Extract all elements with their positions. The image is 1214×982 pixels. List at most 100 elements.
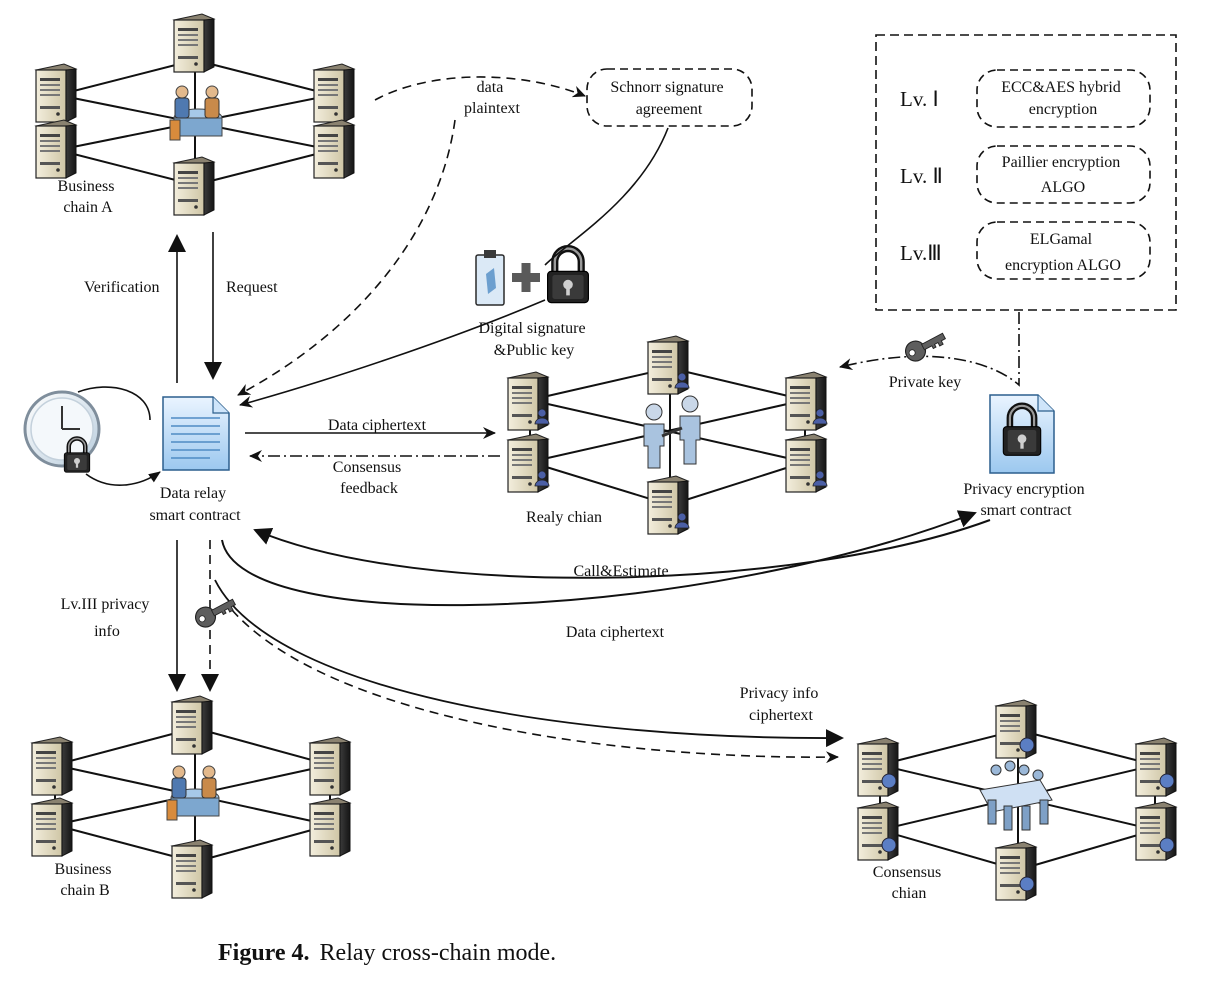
- level-label: Lv.Ⅲ: [900, 241, 942, 265]
- meeting-icon: [166, 765, 220, 821]
- clock-icon: [23, 390, 101, 468]
- conference-icon: [979, 760, 1053, 831]
- label-line: Consensus: [873, 864, 941, 881]
- plaintext-to-relay-arrow: [237, 119, 456, 396]
- label-line: chain B: [60, 882, 109, 899]
- encryption-levels-panel: Lv. Ⅰ ECC&AES hybrid encryption Lv. Ⅱ Pa…: [875, 34, 1177, 311]
- schnorr-agreement: Schnorr signature agreement: [586, 68, 753, 127]
- level-row: Lv. Ⅰ ECC&AES hybrid encryption: [900, 69, 1151, 128]
- label-line: Business: [58, 178, 115, 195]
- globe-badge-icon: [881, 737, 1175, 892]
- label-line: Realy chian: [526, 509, 602, 526]
- timer-loop-line: [77, 386, 151, 421]
- caption-text: Relay cross-chain mode.: [320, 940, 557, 966]
- algorithm-label: ECC&AES hybrid encryption: [1001, 79, 1125, 118]
- label-line: feedback: [340, 480, 398, 497]
- label-line: Paillier encryption: [1002, 154, 1121, 171]
- lv3-privacy-label: Lv.III privacy info: [61, 596, 154, 640]
- label-line: Schnorr signature: [610, 79, 723, 96]
- label-line: agreement: [636, 101, 703, 118]
- private-key-icon: [901, 326, 950, 366]
- data-relay-label: Data relay smart contract: [149, 485, 241, 524]
- connectors: [168, 76, 1020, 764]
- privacy-info-dashed-arrow: [231, 609, 839, 764]
- server-icon: [31, 736, 73, 796]
- server-icon: [171, 695, 213, 755]
- data-ciphertext-privacy-arrow: [221, 510, 977, 607]
- privacy-encryption-contract: Privacy encryption smart contract: [963, 394, 1088, 519]
- data-ciphertext-label: Data ciphertext: [328, 417, 427, 434]
- data-relay-contract: Data relay smart contract: [23, 386, 241, 524]
- plus-icon: [512, 263, 540, 292]
- level-label: Lv. Ⅰ: [900, 87, 939, 111]
- private-key-arrow: [839, 312, 1020, 387]
- handshake-icon: [643, 395, 701, 469]
- document-icon: [162, 396, 230, 471]
- algorithm-label: ELGamal encryption ALGO: [1005, 231, 1121, 274]
- label-line: ALGO: [1041, 179, 1085, 196]
- privacy-info-ciphertext-label: Privacy info ciphertext: [740, 685, 823, 724]
- label-line: ELGamal: [1030, 231, 1093, 248]
- schnorr-label: Schnorr signature agreement: [610, 79, 727, 118]
- server-icon: [309, 797, 351, 857]
- label-line: Business: [55, 861, 112, 878]
- label-line: data: [477, 79, 504, 96]
- verification-label: Verification: [84, 279, 160, 296]
- label-line: info: [94, 623, 120, 640]
- user-badge-icon: [534, 372, 828, 529]
- server-icon: [309, 736, 351, 796]
- label-line: encryption: [1029, 101, 1097, 118]
- consensus-chain: Consensus chian: [857, 699, 1177, 902]
- data-plaintext-label: data plaintext: [464, 79, 521, 117]
- label-line: smart contract: [980, 502, 1072, 519]
- schnorr-link-line: [544, 127, 669, 266]
- business-chain-b-label: Business chain B: [55, 861, 116, 899]
- caption-label: Figure 4.: [218, 940, 310, 966]
- label-line: ciphertext: [749, 707, 814, 724]
- server-icon: [35, 63, 77, 123]
- label-line: Digital signature: [478, 320, 585, 337]
- business-chain-b: Business chain B: [31, 695, 351, 899]
- figure-caption: Figure 4. Relay cross-chain mode.: [218, 940, 556, 966]
- private-key-label: Private key: [889, 374, 961, 391]
- call-estimate-arrow: [253, 519, 991, 579]
- privacy-contract-label: Privacy encryption smart contract: [963, 481, 1088, 519]
- timer-loop-arrow: [85, 471, 161, 486]
- label-line: Privacy encryption: [963, 481, 1084, 498]
- label-line: chian: [892, 885, 927, 902]
- label-line: Lv.III privacy: [61, 596, 150, 613]
- level-row: Lv. Ⅱ Paillier encryption ALGO: [900, 145, 1151, 204]
- label-line: Privacy info: [740, 685, 819, 702]
- server-icon: [173, 156, 215, 216]
- server-icon: [995, 841, 1037, 901]
- call-estimate-label: Call&Estimate: [573, 563, 668, 580]
- level-label: Lv. Ⅱ: [900, 164, 943, 188]
- label-line: encryption ALGO: [1005, 257, 1121, 274]
- business-chain-a-label: Business chain A: [58, 178, 119, 216]
- server-icon: [31, 797, 73, 857]
- request-label: Request: [226, 279, 278, 296]
- signature-to-relay-arrow: [239, 299, 546, 408]
- label-line: chain A: [63, 199, 113, 216]
- certificate-icon: [475, 250, 505, 306]
- digital-signature: Digital signature &Public key: [475, 249, 590, 359]
- relay-chain: Realy chian: [507, 335, 828, 535]
- consensus-chain-label: Consensus chian: [873, 864, 945, 902]
- label-line: &Public key: [494, 342, 574, 359]
- server-icon: [173, 13, 215, 73]
- data-ciphertext-privacy-label: Data ciphertext: [566, 624, 665, 641]
- business-chain-a: Business chain A: [35, 13, 355, 216]
- label-line: plaintext: [464, 100, 521, 117]
- server-icon: [171, 839, 213, 899]
- label-line: ECC&AES hybrid: [1001, 79, 1121, 96]
- label-line: Data relay: [160, 485, 226, 502]
- server-icon: [313, 63, 355, 123]
- level-row: Lv.Ⅲ ELGamal encryption ALGO: [900, 221, 1151, 280]
- label-line: smart contract: [149, 507, 241, 524]
- digital-signature-label: Digital signature &Public key: [478, 320, 589, 359]
- algorithm-label: Paillier encryption ALGO: [1002, 154, 1125, 196]
- label-line: Consensus: [333, 459, 401, 476]
- server-icon: [313, 119, 355, 179]
- privacy-info-ciphertext-arrow: [214, 579, 844, 748]
